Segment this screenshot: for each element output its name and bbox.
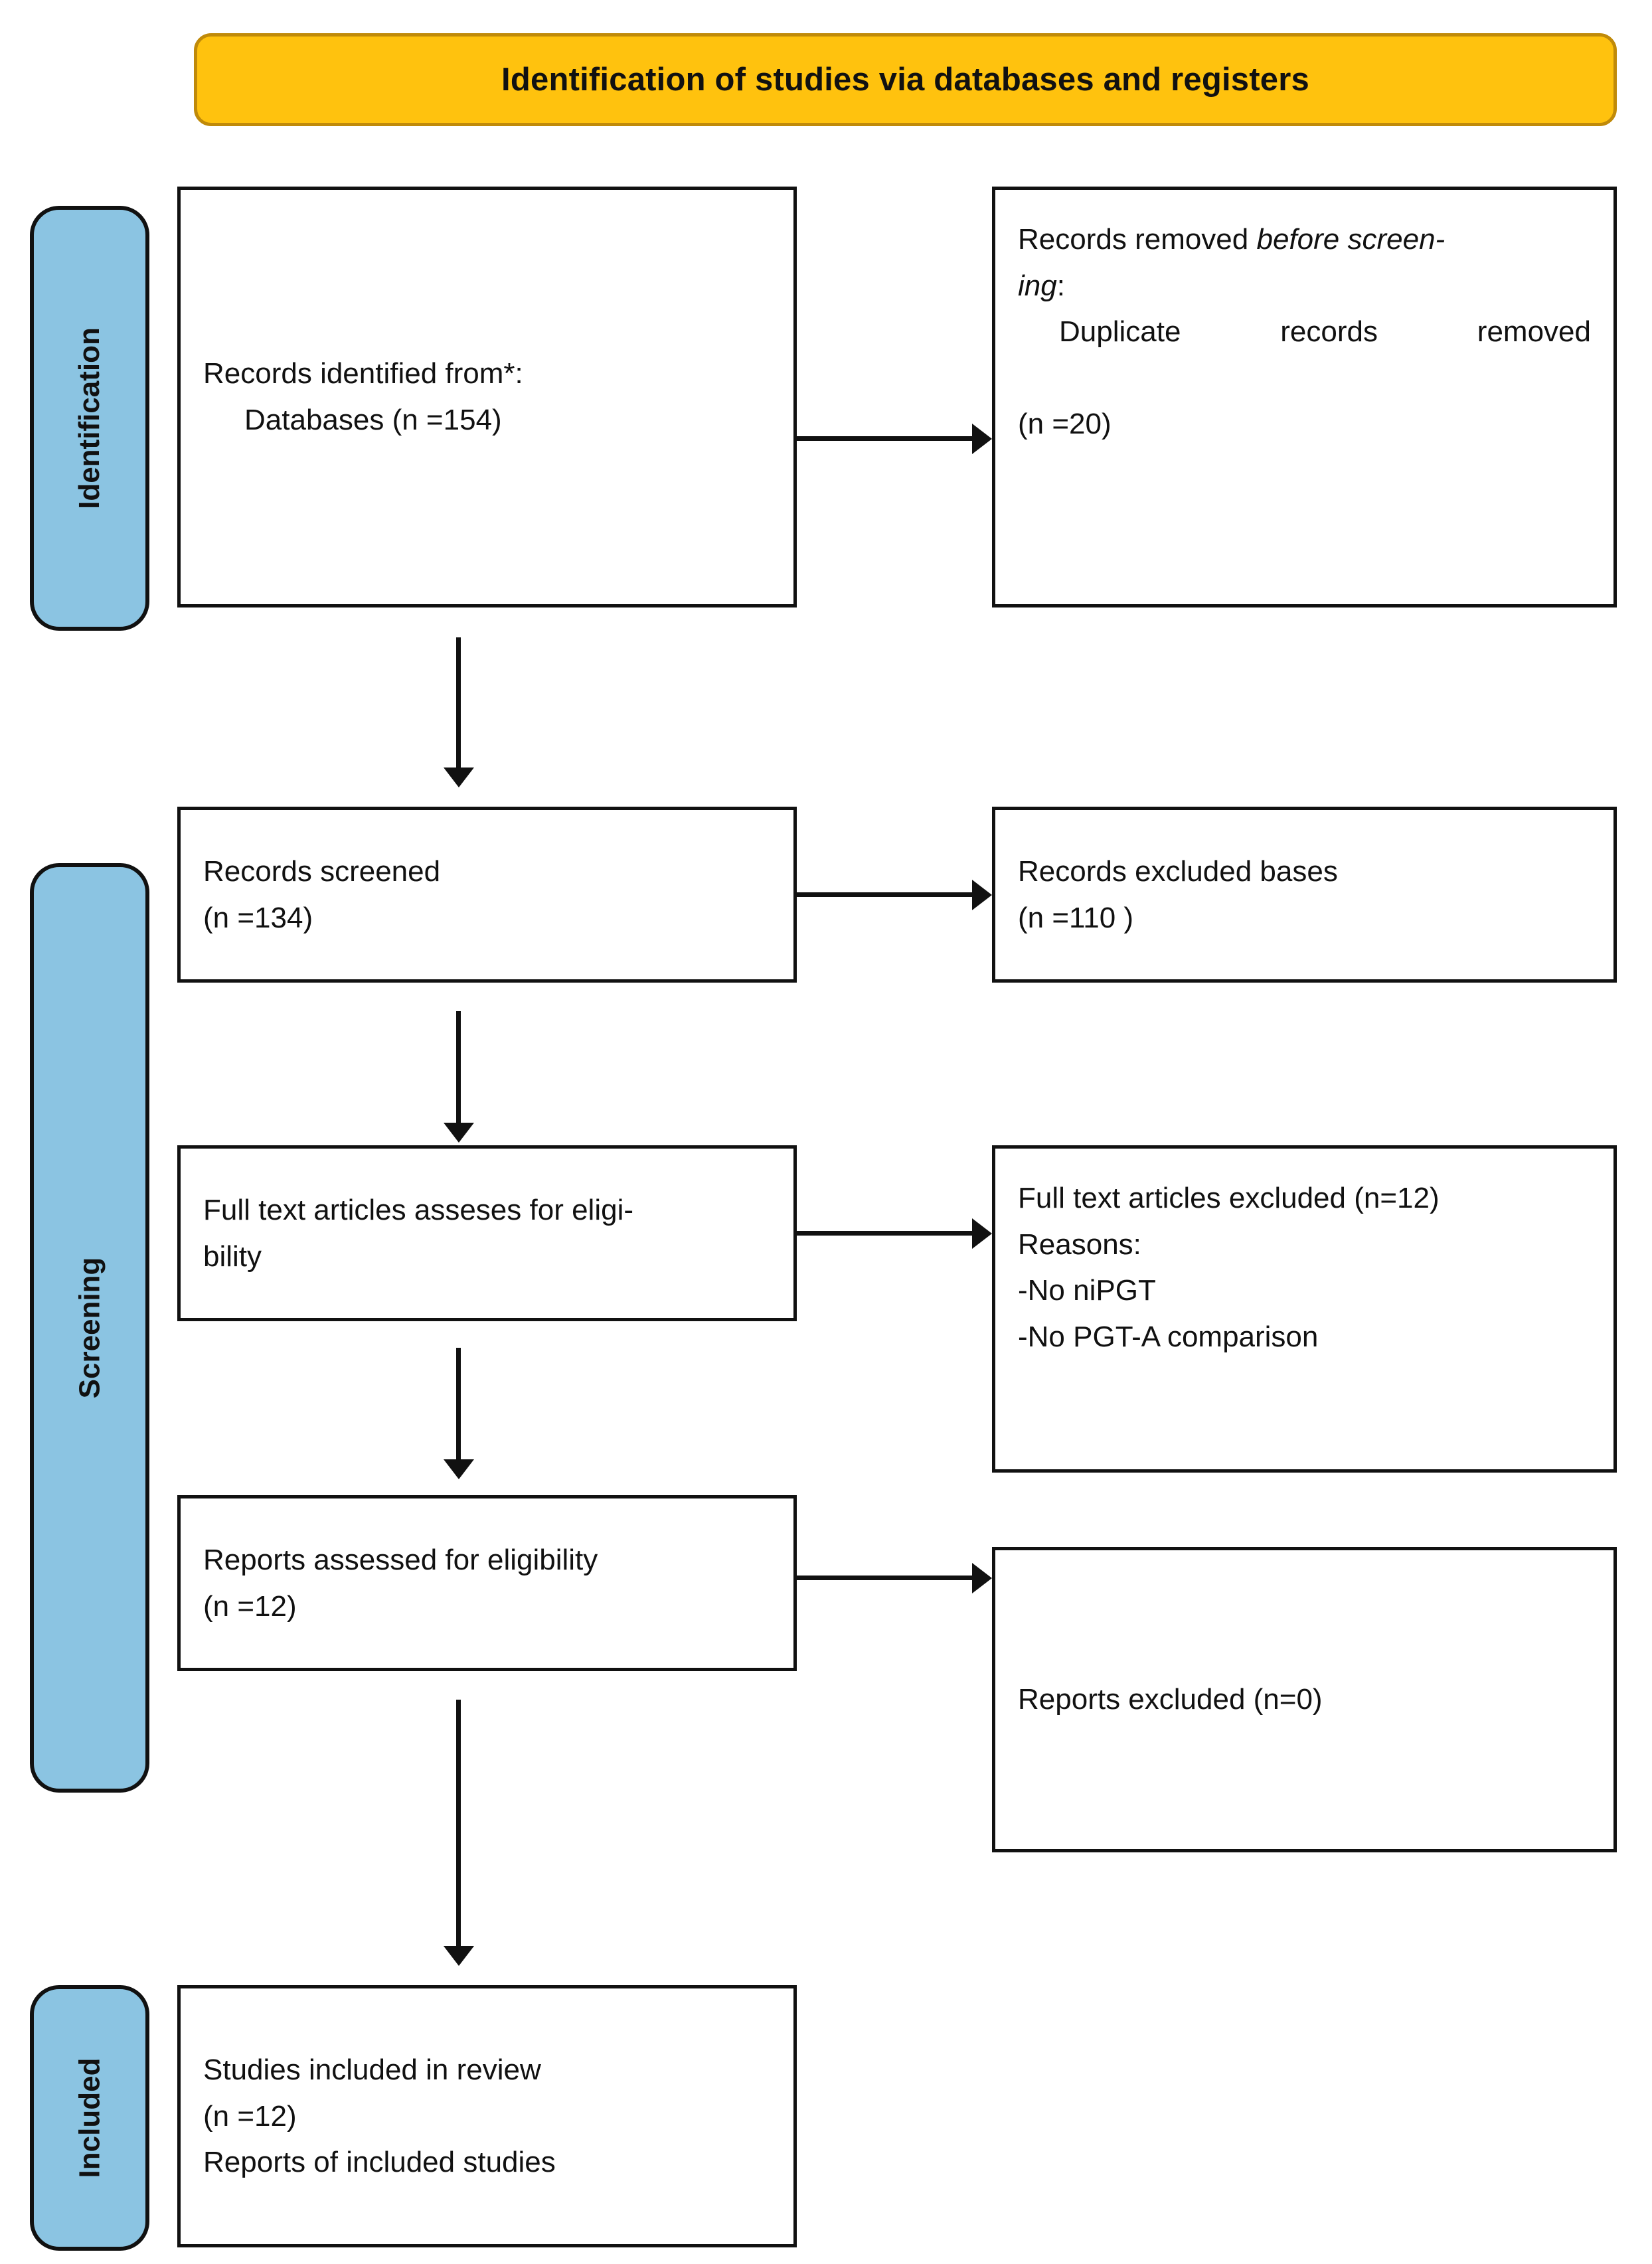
records-excluded-line1: Records excluded bases — [1018, 854, 1338, 888]
arrow-identified-to-screened — [456, 637, 461, 770]
fulltext-assessed-line2: bility — [203, 1240, 262, 1273]
box-studies-included: Studies included in review (n =12) Repor… — [177, 1985, 797, 2247]
reports-assessed-line1: Reports assessed for eligibility — [203, 1543, 598, 1576]
arrow-screened-to-fulltext — [456, 1011, 461, 1125]
stage-tab-identification-label: Identification — [73, 327, 106, 509]
box-fulltext-excluded: Full text articles excluded (n=12) Reaso… — [992, 1145, 1617, 1473]
fulltext-excluded-line3: -No niPGT — [1018, 1274, 1156, 1307]
fulltext-excluded-line1: Full text articles excluded (n=12) — [1018, 1182, 1440, 1214]
arrow-screened-to-excluded — [797, 892, 975, 897]
arrow-reports-to-included — [456, 1700, 461, 1949]
records-removed-line1: Records removed before screen- — [1018, 216, 1591, 263]
fulltext-excluded-line2: Reasons: — [1018, 1228, 1141, 1261]
records-removed-line2-suffix: : — [1056, 269, 1065, 302]
fulltext-excluded-line4: -No PGT-A comparison — [1018, 1320, 1319, 1353]
stage-tab-screening: Screening — [30, 863, 149, 1793]
diagram-header-banner: Identification of studies via databases … — [194, 33, 1617, 126]
stage-tab-identification: Identification — [30, 206, 149, 631]
records-removed-line1-italic: before screen- — [1256, 223, 1446, 256]
stage-tab-included: Included — [30, 1985, 149, 2251]
arrow-fulltext-to-excluded — [797, 1231, 975, 1236]
stage-tab-included-label: Included — [73, 2058, 106, 2178]
records-removed-line1-prefix: Records removed — [1018, 223, 1257, 256]
arrow-fulltext-to-reports — [456, 1348, 461, 1462]
fulltext-assessed-line1: Full text articles asseses for eligi- — [203, 1193, 633, 1226]
records-identified-line1: Records identified from*: — [203, 357, 523, 390]
records-excluded-line2: (n =110 ) — [1018, 901, 1134, 934]
box-records-removed: Records removed before screen- ing: Dupl… — [992, 187, 1617, 607]
reports-excluded-line1: Reports excluded (n=0) — [1018, 1683, 1323, 1716]
box-records-identified: Records identified from*: Databases (n =… — [177, 187, 797, 607]
arrow-identified-to-removed — [797, 436, 975, 441]
diagram-title: Identification of studies via databases … — [501, 62, 1309, 98]
studies-included-line1: Studies included in review — [203, 2054, 541, 2087]
stage-tab-screening-label: Screening — [73, 1257, 106, 1399]
box-reports-assessed: Reports assessed for eligibility (n =12) — [177, 1495, 797, 1671]
reports-assessed-line2: (n =12) — [203, 1589, 297, 1623]
box-records-screened: Records screened (n =134) — [177, 807, 797, 983]
box-fulltext-assessed: Full text articles asseses for eligi- bi… — [177, 1145, 797, 1321]
studies-included-line2: (n =12) — [203, 2099, 297, 2133]
records-removed-line4: (n =20) — [1018, 408, 1112, 441]
studies-included-line3: Reports of included studies — [203, 2146, 556, 2179]
records-screened-line1: Records screened — [203, 854, 441, 888]
records-screened-line2: (n =134) — [203, 901, 313, 934]
arrow-reports-to-excluded — [797, 1576, 975, 1580]
box-reports-excluded: Reports excluded (n=0) — [992, 1547, 1617, 1852]
records-removed-line2: ing: — [1018, 263, 1591, 309]
records-removed-line2-italic: ing — [1018, 269, 1057, 302]
box-records-excluded: Records excluded bases (n =110 ) — [992, 807, 1617, 983]
records-removed-line3: Duplicate records removed — [1059, 315, 1591, 349]
records-identified-line2: Databases (n =154) — [244, 404, 502, 436]
